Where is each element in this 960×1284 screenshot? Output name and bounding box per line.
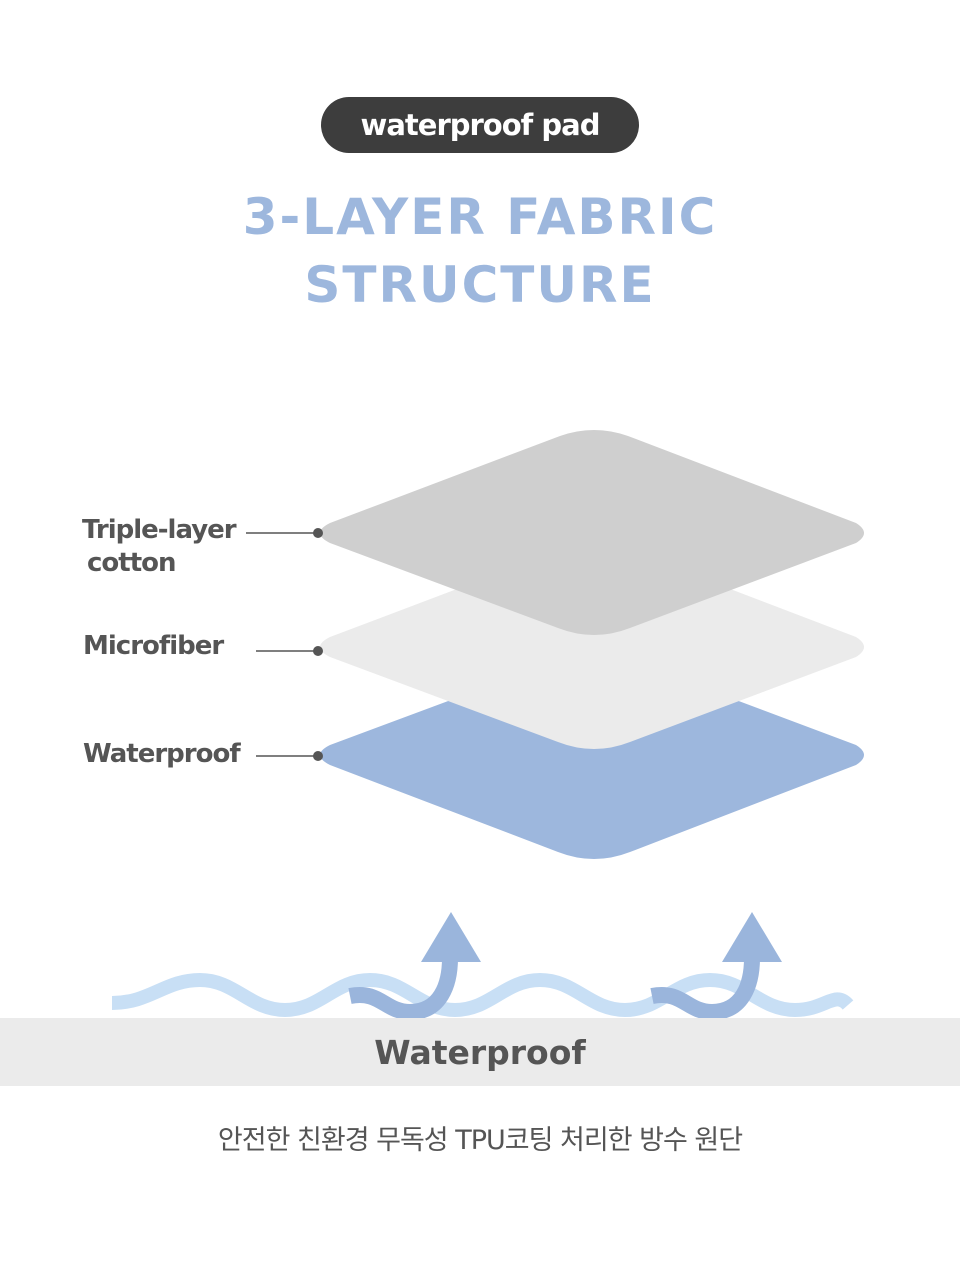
title-line-1: 3-Layer Fabric [242,188,718,246]
label-cotton-line2: cotton [87,548,177,578]
description: 안전한 친환경 무독성 TPU코팅 처리한 방수 원단 [217,1125,743,1156]
product-badge: waterproof pad [321,97,639,153]
arrow-up-icon [348,957,760,1021]
microfiber-layer [320,544,864,749]
waterproof-band: Waterproof [0,1018,960,1086]
label-cotton-line1: Triple-layer [82,515,237,545]
label-microfiber: Microfiber [83,631,224,661]
cotton-layer [320,430,864,635]
leader-lines [246,532,318,757]
title-line-2: Structure [304,256,656,314]
leader-dots [313,528,323,761]
arrow-heads [421,912,782,962]
label-waterproof: Waterproof [83,739,241,769]
